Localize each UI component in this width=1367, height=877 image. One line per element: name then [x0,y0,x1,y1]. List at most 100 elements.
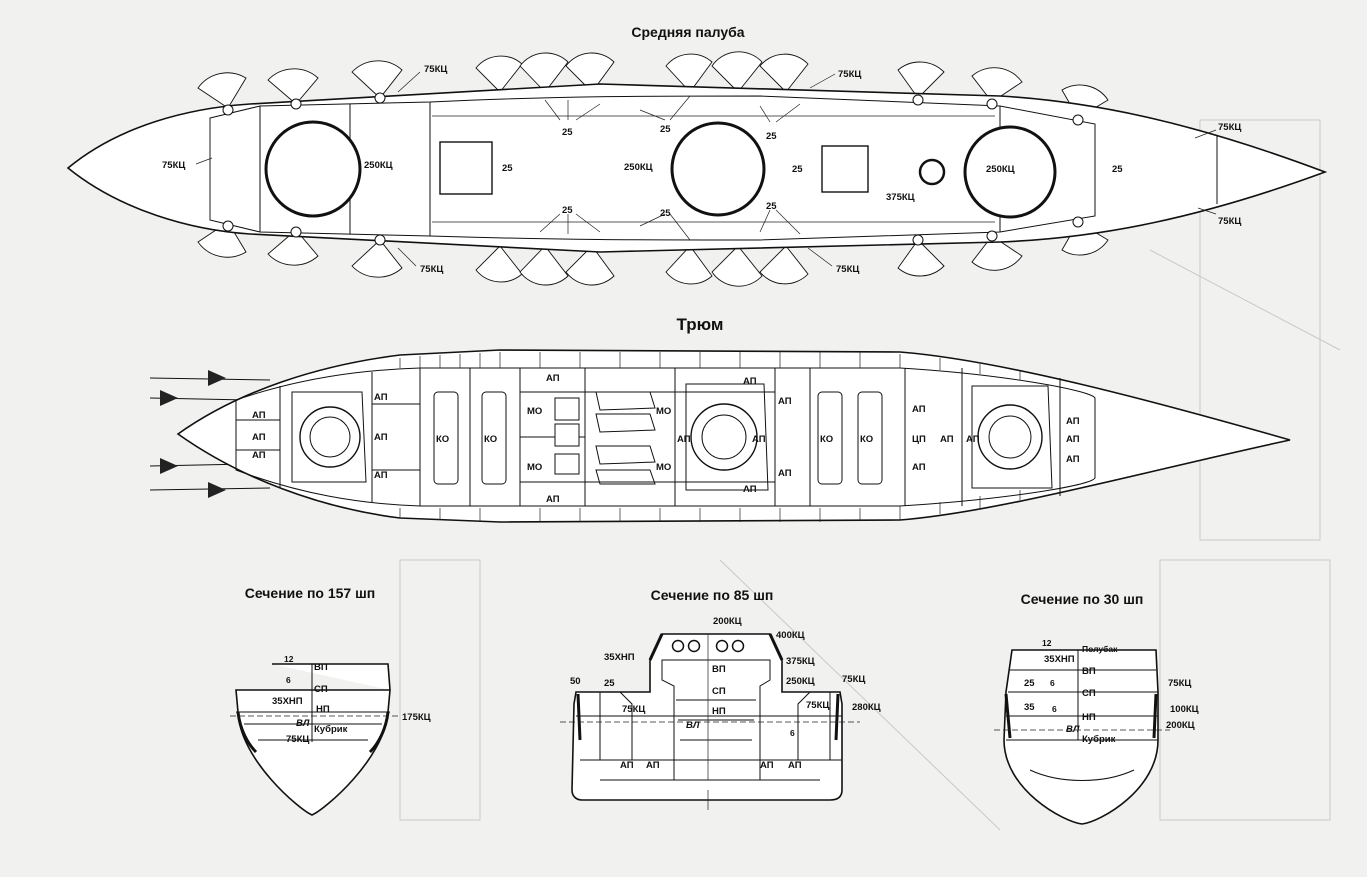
label-280kc: 280КЦ [852,702,881,713]
label-np: НП [1082,712,1096,723]
label-6: 6 [790,728,795,738]
label-ap: АП [1066,454,1080,465]
label-75kc: 75КЦ [162,160,185,171]
label-vl: ВЛ [296,718,310,729]
label-100kc: 100КЦ [1170,704,1199,715]
label-6: 6 [1050,678,1055,688]
label-25: 25 [604,678,615,689]
label-ap: АП [760,760,774,771]
label-12: 12 [284,654,294,664]
background-bleed [399,119,1341,831]
label-6: 6 [286,675,291,685]
hold-turret-rooms [291,383,1053,491]
label-cp: ЦП [912,434,926,445]
label-ap: АП [252,432,266,443]
label-ap: АП [752,434,766,445]
label-250kc: 250КЦ [786,676,815,687]
section-85-drawing: 200КЦ 400КЦ 35ХНП 375КЦ ВП СП НП ВЛ 50 2… [560,616,881,810]
label-75kc: 75КЦ [836,264,859,275]
label-25: 25 [792,164,803,175]
label-ap: АП [940,434,954,445]
label-sp: СП [1082,688,1096,699]
label-6: 6 [1052,704,1057,714]
label-200kc: 200КЦ [1166,720,1195,731]
label-vp: ВП [314,662,328,673]
label-75kc: 75КЦ [420,264,443,275]
label-25: 25 [766,131,777,142]
label-175kc: 175КЦ [402,712,431,723]
label-25: 25 [562,205,573,216]
label-ko: КО [484,434,497,445]
label-25: 25 [1024,678,1035,689]
label-75kc: 75КЦ [842,674,865,685]
deck-gun-mounts [222,92,1084,246]
label-ap: АП [778,468,792,479]
label-ap: АП [374,432,388,443]
label-35hnp: 35ХНП [604,652,635,663]
label-75kc: 75КЦ [1218,122,1241,133]
label-250kc: 250КЦ [624,162,653,173]
label-ap: АП [966,434,980,445]
hold-frame-ticks [399,352,1021,522]
label-75kc: 75КЦ [622,704,645,715]
label-vl: ВЛ [1066,724,1080,735]
hold-title: Трюм [677,315,724,334]
label-vp: ВП [1082,666,1096,677]
label-ap: АП [912,462,926,473]
hatch-2 [821,145,869,193]
label-75kc: 75КЦ [286,734,309,745]
label-75kc: 75КЦ [1168,678,1191,689]
label-400kc: 400КЦ [776,630,805,641]
hatch-1 [439,141,493,195]
barbette-3 [963,125,1057,219]
hold-labels: АП АП АП АП АП АП КО КО АП МО МО МО МО А… [252,373,1080,505]
label-ap: АП [546,373,560,384]
label-ap: АП [1066,416,1080,427]
conning-tube [918,158,946,186]
label-ap: АП [646,760,660,771]
middle-deck-plan: 75КЦ 75КЦ 75КЦ 75КЦ 75КЦ 75КЦ 75КЦ 250КЦ… [66,51,1328,287]
label-375kc: 375КЦ [786,656,815,667]
label-ap: АП [374,392,388,403]
section-85-title: Сечение по 85 шп [651,587,774,603]
hold-plan: АП АП АП АП АП АП КО КО АП МО МО МО МО А… [149,349,1291,523]
label-25: 25 [660,208,671,219]
middle-deck-title: Средняя палуба [631,24,744,40]
hold-boilers [433,391,883,485]
label-25: 25 [502,163,513,174]
label-35hnp: 35ХНП [272,696,303,707]
label-ko: КО [820,434,833,445]
label-sp: СП [712,686,726,697]
gun-fans-top [197,51,1109,119]
label-ap: АП [252,410,266,421]
label-sp: СП [314,684,328,695]
label-250kc: 250КЦ [364,160,393,171]
label-ap: АП [374,470,388,481]
label-ap: АП [677,434,691,445]
label-12: 12 [1042,638,1052,648]
label-200kc: 200КЦ [713,616,742,627]
label-ap: АП [546,494,560,505]
label-kubrik: Кубрик [1082,734,1116,745]
label-ko: КО [860,434,873,445]
label-polubak: Полубак [1082,644,1118,654]
deck-leaders [195,71,1217,267]
label-75kc: 75КЦ [806,700,829,711]
label-75kc: 75КЦ [838,69,861,80]
label-mo: МО [656,406,671,417]
label-np: НП [316,704,330,715]
section-30-title: Сечение по 30 шп [1021,591,1144,607]
label-375kc: 375КЦ [886,192,915,203]
section-157-drawing: 12 6 ВП СП 35ХНП НП ВЛ Кубрик 175КЦ 75КЦ [230,654,431,816]
label-ap: АП [620,760,634,771]
label-mo: МО [527,462,542,473]
label-75kc: 75КЦ [1218,216,1241,227]
label-ap: АП [743,376,757,387]
label-25: 25 [766,201,777,212]
label-vp: ВП [712,664,726,675]
section-30-drawing: 12 Полубак 35ХНП ВП 25 6 СП 75КЦ 35 6 НП… [994,638,1199,825]
label-ap: АП [912,404,926,415]
label-mo: МО [656,462,671,473]
barbette-1 [264,120,362,218]
